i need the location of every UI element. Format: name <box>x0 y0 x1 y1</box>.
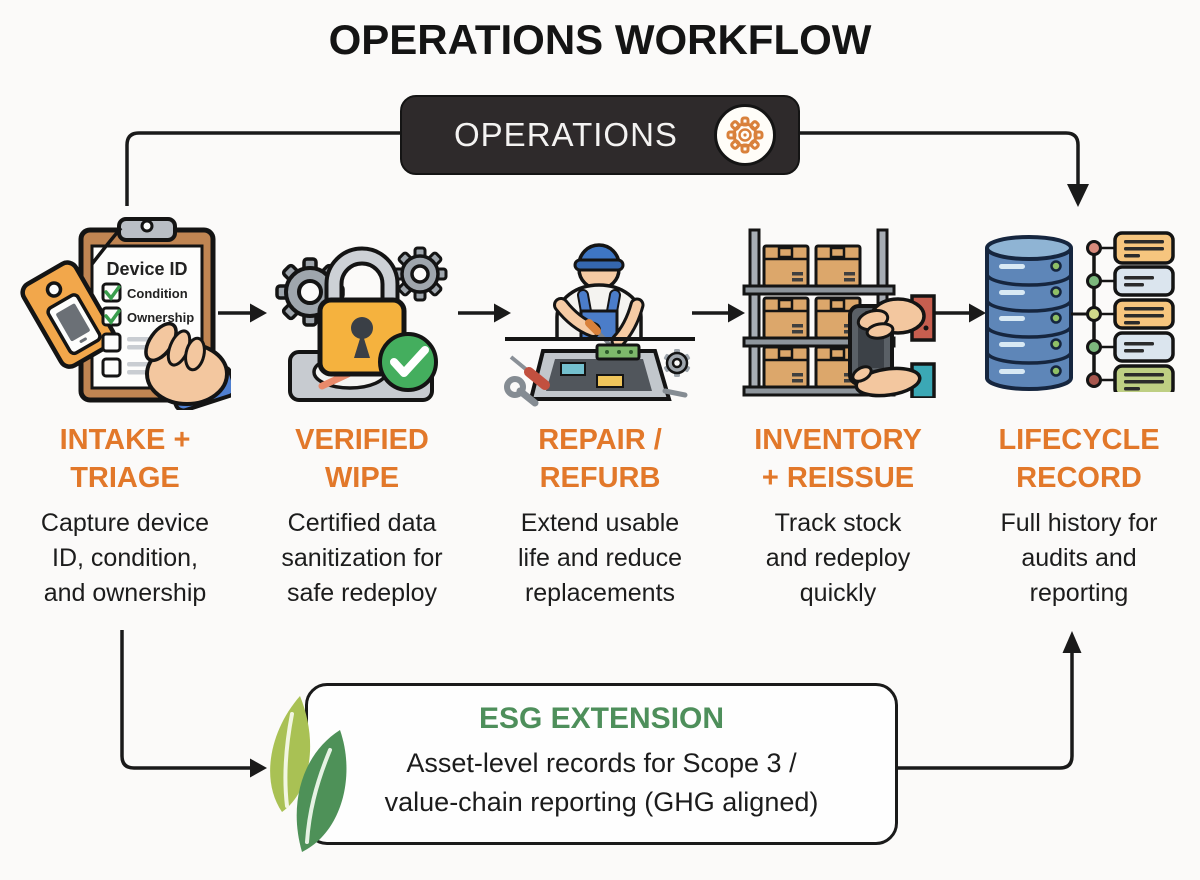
stage-description: Capture device ID, condition, and owners… <box>40 509 210 608</box>
stage-title: LIFECYCLE RECORD <box>998 424 1160 494</box>
gear-icon <box>726 116 764 154</box>
technician-repair-icon <box>504 243 695 407</box>
gear-badge <box>714 104 776 166</box>
stage-description: Track stock and redeploy quickly <box>765 509 911 608</box>
clipboard-checklist-icon: Device ID Condition Ownership <box>20 217 231 410</box>
stage-title: INVENTORY + REISSUE <box>754 424 922 494</box>
esg-title: ESG EXTENSION <box>478 702 725 735</box>
stage-description: Certified data sanitization for safe red… <box>281 509 443 608</box>
arrowhead-right-icon <box>250 303 267 323</box>
connector-esg-to-lifecycle <box>898 650 1074 770</box>
clipboard-item: Ownership <box>127 310 194 325</box>
esg-description: Asset-level records for Scope 3 / value-… <box>384 748 819 818</box>
stage-repair-refurb: REPAIR / REFURB Extend usable life and r… <box>487 212 713 611</box>
clipboard-heading: Device ID <box>106 259 187 279</box>
stage-lifecycle-record: LIFECYCLE RECORD Full history for audits… <box>966 212 1192 611</box>
operations-banner-label: OPERATIONS <box>454 116 678 153</box>
lock-harddrive-icon <box>275 246 448 402</box>
leaf-icon <box>270 696 347 852</box>
hand-icon <box>144 321 231 410</box>
stage-inventory-reissue: INVENTORY + REISSUE Track stock and rede… <box>725 212 951 611</box>
page-title: OPERATIONS WORKFLOW <box>328 16 872 63</box>
stage-verified-wipe: VERIFIED WIPE Certified data sanitizatio… <box>249 212 475 611</box>
connector-intake-to-esg <box>120 630 250 770</box>
warehouse-shelf-icon <box>742 228 936 398</box>
stage-icon-box <box>725 212 951 410</box>
stage-description: Extend usable life and reduce replacemen… <box>517 509 682 608</box>
arrowhead-right-icon <box>728 303 745 323</box>
stage-icon-box <box>487 212 713 410</box>
arrowhead-down-icon <box>1067 184 1089 207</box>
stage-title: VERIFIED WIPE <box>295 424 429 494</box>
stage-description: Full history for audits and reporting <box>1000 509 1158 608</box>
connector-banner-to-intake <box>125 131 400 206</box>
stage-title: REPAIR / REFURB <box>538 424 662 494</box>
stage-title: INTAKE + TRIAGE <box>59 424 191 494</box>
stage-icon-box <box>249 212 475 410</box>
stage-icon-box <box>966 212 1192 410</box>
stage-intake-triage: Device ID Condition Ownership <box>12 212 238 611</box>
arrowhead-right-icon <box>969 303 986 323</box>
connector-banner-to-lifecycle <box>800 131 1080 186</box>
arrowhead-right-icon <box>494 303 511 323</box>
esg-extension-box: ESG EXTENSION Asset-level records for Sc… <box>305 683 898 845</box>
clipboard-item: Condition <box>127 286 188 301</box>
arrowhead-right-icon <box>250 758 267 778</box>
arrowhead-up-icon <box>1062 631 1082 653</box>
database-records-icon <box>985 231 1175 392</box>
operations-banner: OPERATIONS <box>400 95 800 175</box>
stage-icon-box: Device ID Condition Ownership <box>12 212 238 410</box>
